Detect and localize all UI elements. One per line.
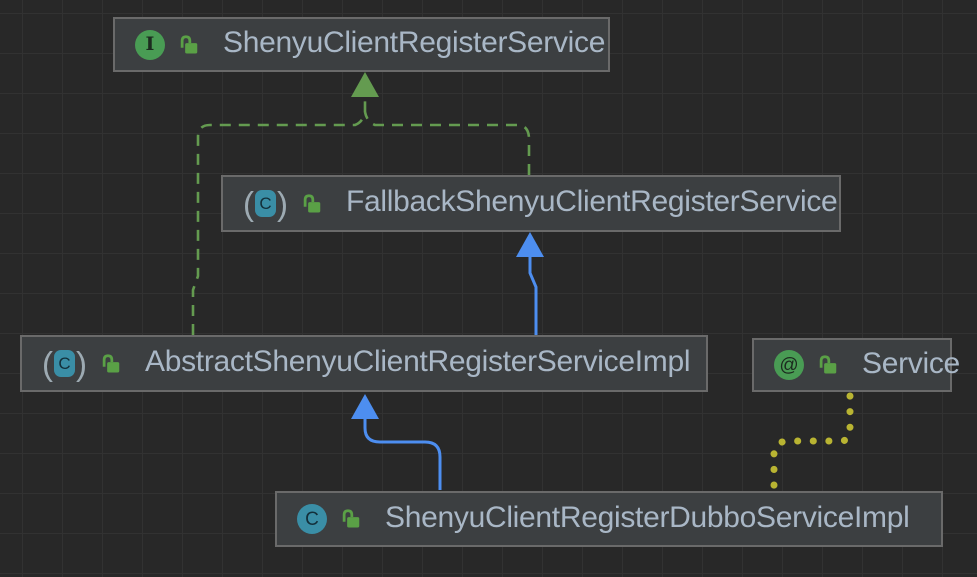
- edge-implements-abstract-to-interface[interactable]: [191, 97, 367, 335]
- extends-arrowhead: [351, 394, 379, 419]
- node-label: ShenyuClientRegisterService: [223, 26, 606, 59]
- implements-arrowhead: [351, 72, 379, 97]
- node-shenyu-client-register-service[interactable]: I ShenyuClientRegisterService: [113, 17, 610, 72]
- node-label: Service: [862, 346, 960, 380]
- abstract-class-icon: ( C ): [42, 344, 87, 382]
- public-lock-icon: [819, 355, 837, 374]
- edge-implements-fallback-to-interface[interactable]: [351, 72, 531, 175]
- node-label: ShenyuClientRegisterDubboServiceImpl: [385, 500, 910, 534]
- public-lock-icon: [102, 353, 120, 373]
- public-lock-icon: [303, 193, 321, 213]
- node-label: FallbackShenyuClientRegisterService: [346, 185, 838, 218]
- interface-icon: I: [135, 29, 165, 60]
- node-label: AbstractShenyuClientRegisterServiceImpl: [145, 345, 691, 378]
- abstract-class-icon: ( C ): [243, 184, 288, 222]
- node-service-annotation[interactable]: @ Service: [752, 338, 960, 392]
- edge-extends-abstract-to-fallback[interactable]: [516, 232, 544, 338]
- public-lock-icon: [180, 34, 198, 54]
- edge-annotation-dubbo-to-service[interactable]: [770, 392, 854, 490]
- class-icon: C: [297, 504, 327, 534]
- public-lock-icon: [342, 509, 360, 528]
- node-abstract-shenyu-client-register-service-impl[interactable]: ( C ) AbstractShenyuClientRegisterServic…: [20, 335, 708, 392]
- extends-arrowhead: [516, 232, 544, 257]
- edge-extends-dubbo-to-abstract[interactable]: [351, 394, 442, 490]
- node-fallback-shenyu-client-register-service[interactable]: ( C ) FallbackShenyuClientRegisterServic…: [221, 175, 841, 232]
- node-shenyu-client-register-dubbo-service-impl[interactable]: C ShenyuClientRegisterDubboServiceImpl: [275, 491, 943, 547]
- annotation-icon: @: [774, 350, 804, 380]
